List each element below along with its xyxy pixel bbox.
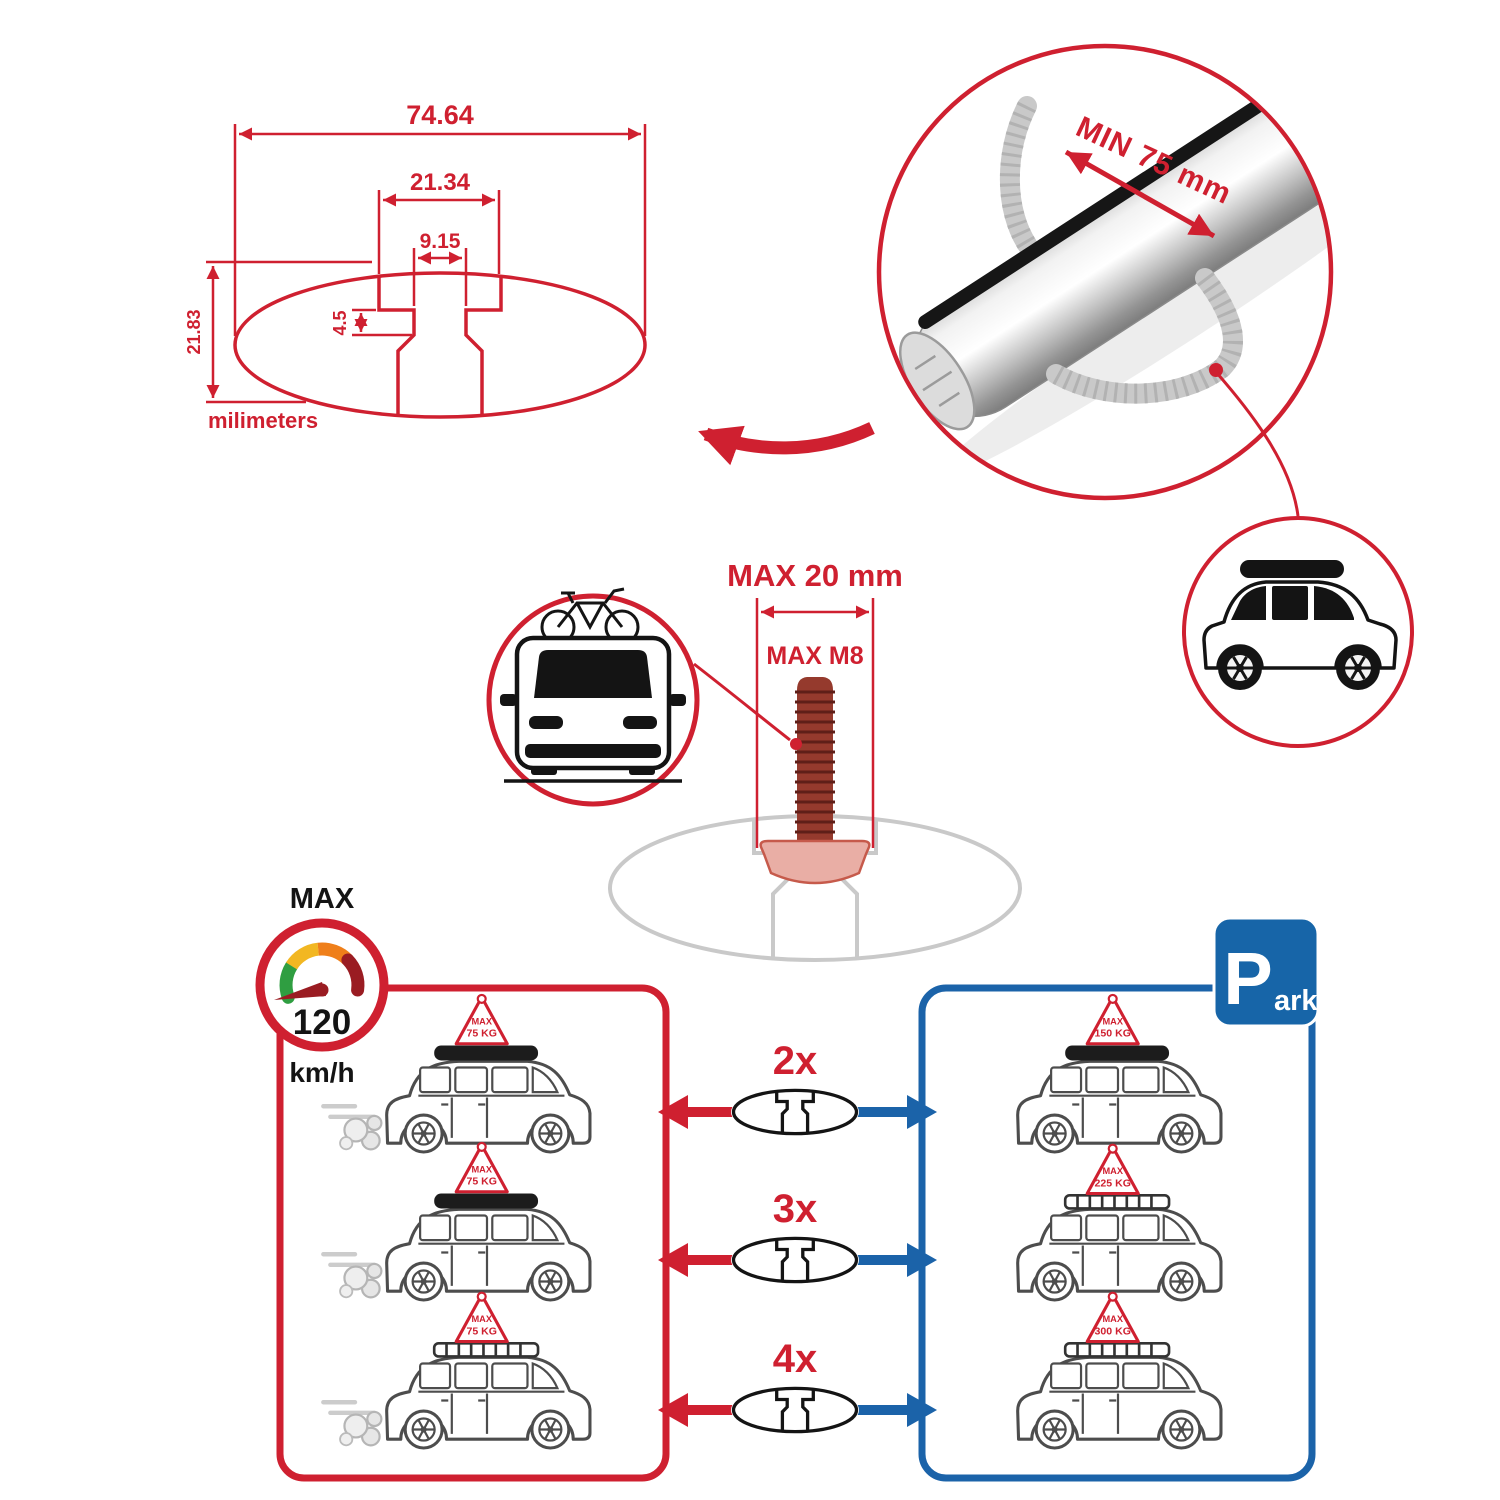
- load-sign-max-label: MAX: [471, 1164, 492, 1174]
- strap-icon: [1046, 358, 1232, 404]
- gauge-unit-label: km/h: [289, 1057, 354, 1088]
- driving-car-1: MAX 75 KG: [323, 993, 592, 1154]
- driving-car-2: MAX 75 KG: [323, 1141, 592, 1302]
- bar-detail: MIN 75 mm: [698, 43, 1334, 517]
- connector-line: [1214, 371, 1300, 517]
- unit-label: milimeters: [208, 408, 318, 433]
- multiplier-row-1: 2x: [658, 1039, 937, 1136]
- max-width-label: MAX 20 mm: [727, 558, 903, 593]
- car-front-icon: [500, 635, 686, 783]
- right-arrowhead-icon: [907, 1393, 937, 1427]
- load-sign-weight-label: 225 KG: [1095, 1177, 1131, 1189]
- bolt-detail: MAX 20 mm MAX M8: [608, 558, 1022, 962]
- load-sign-weight-label: 300 KG: [1095, 1325, 1131, 1337]
- gauge-needle: [274, 982, 326, 1000]
- parked-car-1: MAX 150 KG: [1016, 993, 1223, 1154]
- multiplier-row-3: 4x: [658, 1337, 937, 1434]
- load-sign-weight-label: 75 KG: [466, 1325, 496, 1337]
- roof-box-icon: [434, 1045, 539, 1061]
- dimension-drawing: 74.64 21.34 9.15 4.5 21.83 milimeters: [184, 100, 647, 433]
- speed-limit-gauge: MAX 120 km/h: [255, 883, 389, 1088]
- load-sign-max-label: MAX: [1102, 1016, 1123, 1026]
- suv-roofbox-detail: [1182, 516, 1414, 748]
- dim-height-label: 21.83: [184, 309, 204, 354]
- gauge-speed-value: 120: [293, 1003, 351, 1042]
- t-bolt-icon: [759, 677, 871, 885]
- max-thread-label: MAX M8: [766, 642, 863, 670]
- parking-sign-letter: P: [1223, 937, 1272, 1020]
- left-arrowhead-icon: [658, 1243, 688, 1277]
- pointer-line: [693, 662, 791, 742]
- parked-car-2: MAX 225 KG: [1016, 1143, 1223, 1302]
- load-sign-weight-label: 150 KG: [1095, 1028, 1131, 1040]
- bike-on-car-detail: [486, 587, 700, 807]
- multiplier-label: 3x: [773, 1187, 818, 1231]
- load-sign-weight-label: 75 KG: [466, 1176, 496, 1188]
- left-arrowhead-icon: [658, 1095, 688, 1129]
- attachment-point-dot: [1209, 363, 1223, 377]
- driving-car-3: MAX 75 KG: [323, 1291, 592, 1450]
- pointer-dot: [790, 738, 802, 750]
- multiplier-label: 2x: [773, 1039, 818, 1083]
- parking-sign: P ark: [1212, 916, 1320, 1028]
- load-sign-max-label: MAX: [1102, 1166, 1123, 1176]
- dim-channel-width-label: 21.34: [410, 169, 471, 196]
- dim-slot-depth-label: 4.5: [330, 310, 350, 335]
- parked-car-3: MAX 300 KG: [1016, 1291, 1223, 1450]
- roof-box-icon: [1065, 1045, 1170, 1061]
- min-clearance-arrow: [1064, 149, 1216, 239]
- load-sign-max-label: MAX: [471, 1314, 492, 1324]
- multiplier-row-2: 3x: [658, 1187, 937, 1284]
- driving-panel: MAX 75 KG MAX 75 KG MAX 75 KG: [276, 984, 670, 1482]
- suv-roofbox-icon: [1202, 560, 1398, 690]
- roof-box-icon: [434, 1193, 539, 1209]
- gauge-max-label: MAX: [290, 883, 355, 915]
- left-arrowhead-icon: [658, 1393, 688, 1427]
- crossbar-profile-outline: [233, 271, 647, 419]
- right-arrowhead-icon: [907, 1095, 937, 1129]
- parking-panel: MAX 150 KG MAX 225 KG MAX 300 KG P ark: [918, 916, 1320, 1482]
- multiplier-label: 4x: [773, 1337, 818, 1381]
- pointer-arrow-icon: [698, 422, 875, 466]
- dim-total-width-label: 74.64: [406, 100, 474, 130]
- parking-sign-suffix: ark: [1274, 985, 1318, 1017]
- roof-box-icon: [1240, 560, 1344, 578]
- load-sign-max-label: MAX: [1102, 1314, 1123, 1324]
- dim-slot-width-label: 9.15: [420, 230, 461, 253]
- load-sign-max-label: MAX: [471, 1016, 492, 1026]
- load-sign-weight-label: 75 KG: [466, 1028, 496, 1040]
- right-arrowhead-icon: [907, 1243, 937, 1277]
